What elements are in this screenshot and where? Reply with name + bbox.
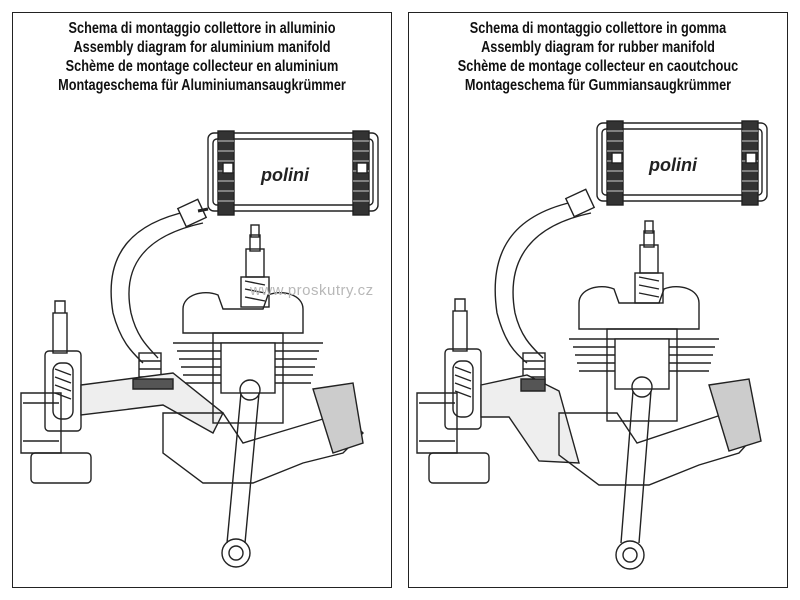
air-filter-box [596, 120, 768, 206]
spark-plug [639, 220, 659, 274]
cylinder-head [578, 272, 700, 330]
intake-manifold [80, 372, 224, 434]
title-italian: Schema di montaggio collettore in gomma [469, 20, 727, 37]
crankcase [162, 382, 364, 484]
intake-manifold [480, 374, 580, 464]
connecting-rod [615, 376, 653, 570]
connecting-rod [221, 379, 261, 568]
title-german: Montageschema für Aluminiumansaugkrümmer [58, 77, 346, 94]
crankcase [558, 378, 762, 486]
title-french: Schème de montage collecteur en caoutcho… [457, 58, 739, 75]
title-german: Montageschema für Gummiansaugkrümmer [464, 77, 732, 94]
cylinder-fins [569, 328, 719, 422]
polini-logo: polini [648, 155, 698, 175]
title-english: Assembly diagram for rubber manifold [481, 39, 715, 56]
engine-assembly-drawing: polini [20, 130, 379, 568]
breather-hose [494, 188, 596, 388]
title-block: Schema di montaggio collettore in gomma … [409, 19, 787, 95]
watermark: www.proskutry.cz [250, 282, 374, 299]
title-english: Assembly diagram for aluminium manifold [73, 39, 331, 56]
aluminium-manifold-panel: Schema di montaggio collettore in allumi… [12, 12, 392, 588]
engine-assembly-drawing: polini [416, 120, 768, 570]
carburettor [416, 298, 490, 484]
title-block: Schema di montaggio collettore in allumi… [13, 19, 391, 95]
rubber-manifold-panel: Schema di montaggio collettore in gomma … [408, 12, 788, 588]
polini-logo: polini [260, 165, 310, 185]
title-italian: Schema di montaggio collettore in allumi… [68, 20, 336, 37]
air-filter-box [207, 130, 379, 216]
cylinder-head [182, 276, 304, 334]
spark-plug [245, 224, 265, 278]
cylinder-fins [173, 332, 323, 424]
title-french: Schème de montage collecteur en aluminiu… [65, 58, 339, 75]
